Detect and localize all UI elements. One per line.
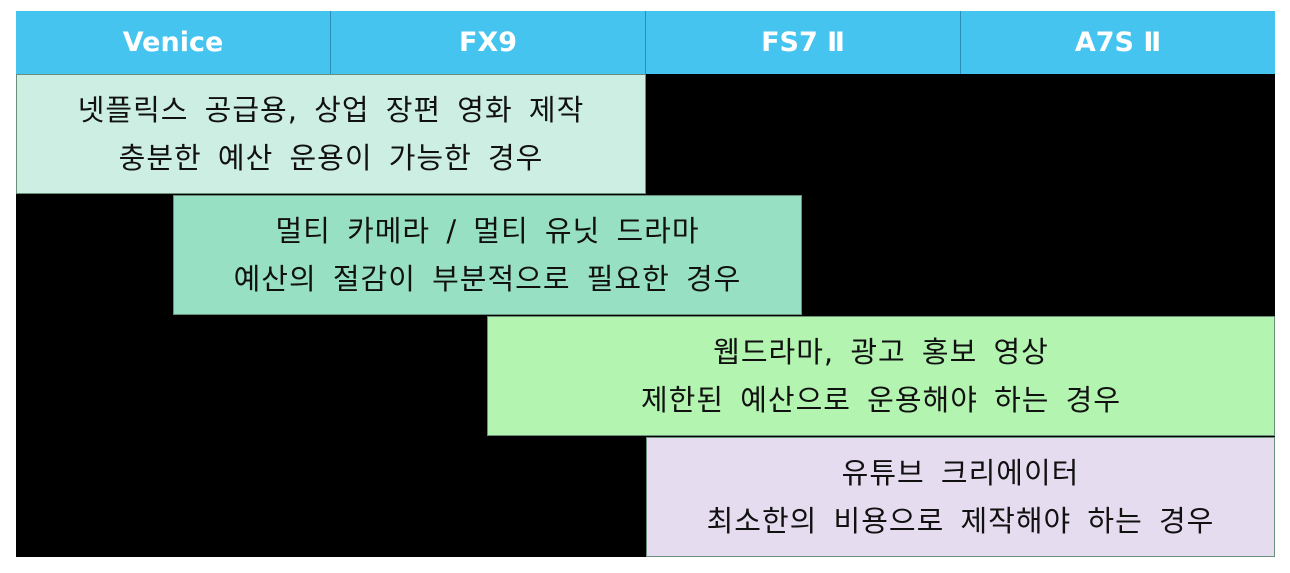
header-fx9: FX9: [331, 11, 646, 74]
band-4-line-1: 유튜브 크리에이터: [841, 456, 1080, 490]
band-1-line-2: 충분한 예산 운용이 가능한 경우: [118, 141, 544, 175]
band-multi-camera-drama: 멀티 카메라 / 멀티 유닛 드라마 예산의 절감이 부분적으로 필요한 경우: [173, 195, 802, 315]
band-web-drama-advertising: 웹드라마, 광고 홍보 영상 제한된 예산으로 운용해야 하는 경우: [487, 316, 1275, 436]
band-3-line-2: 제한된 예산으로 운용해야 하는 경우: [640, 383, 1122, 417]
band-1-line-1: 넷플릭스 공급용, 상업 장편 영화 제작: [77, 93, 585, 127]
camera-header-row: Venice FX9 FS7 Ⅱ A7S Ⅱ: [16, 11, 1275, 74]
band-2-line-2: 예산의 절감이 부분적으로 필요한 경우: [233, 262, 742, 296]
band-youtube-creator: 유튜브 크리에이터 최소한의 비용으로 제작해야 하는 경우: [646, 437, 1275, 557]
camera-usage-diagram: Venice FX9 FS7 Ⅱ A7S Ⅱ 넷플릭스 공급용, 상업 장편 영…: [16, 11, 1275, 557]
band-netflix-feature-film: 넷플릭스 공급용, 상업 장편 영화 제작 충분한 예산 운용이 가능한 경우: [16, 74, 646, 194]
band-2-line-1: 멀티 카메라 / 멀티 유닛 드라마: [275, 214, 700, 248]
header-venice: Venice: [16, 11, 331, 74]
band-4-line-2: 최소한의 비용으로 제작해야 하는 경우: [706, 504, 1215, 538]
header-fs7-ii: FS7 Ⅱ: [646, 11, 961, 74]
header-a7s-ii: A7S Ⅱ: [1074, 27, 1162, 58]
band-3-line-1: 웹드라마, 광고 홍보 영상: [713, 335, 1049, 369]
